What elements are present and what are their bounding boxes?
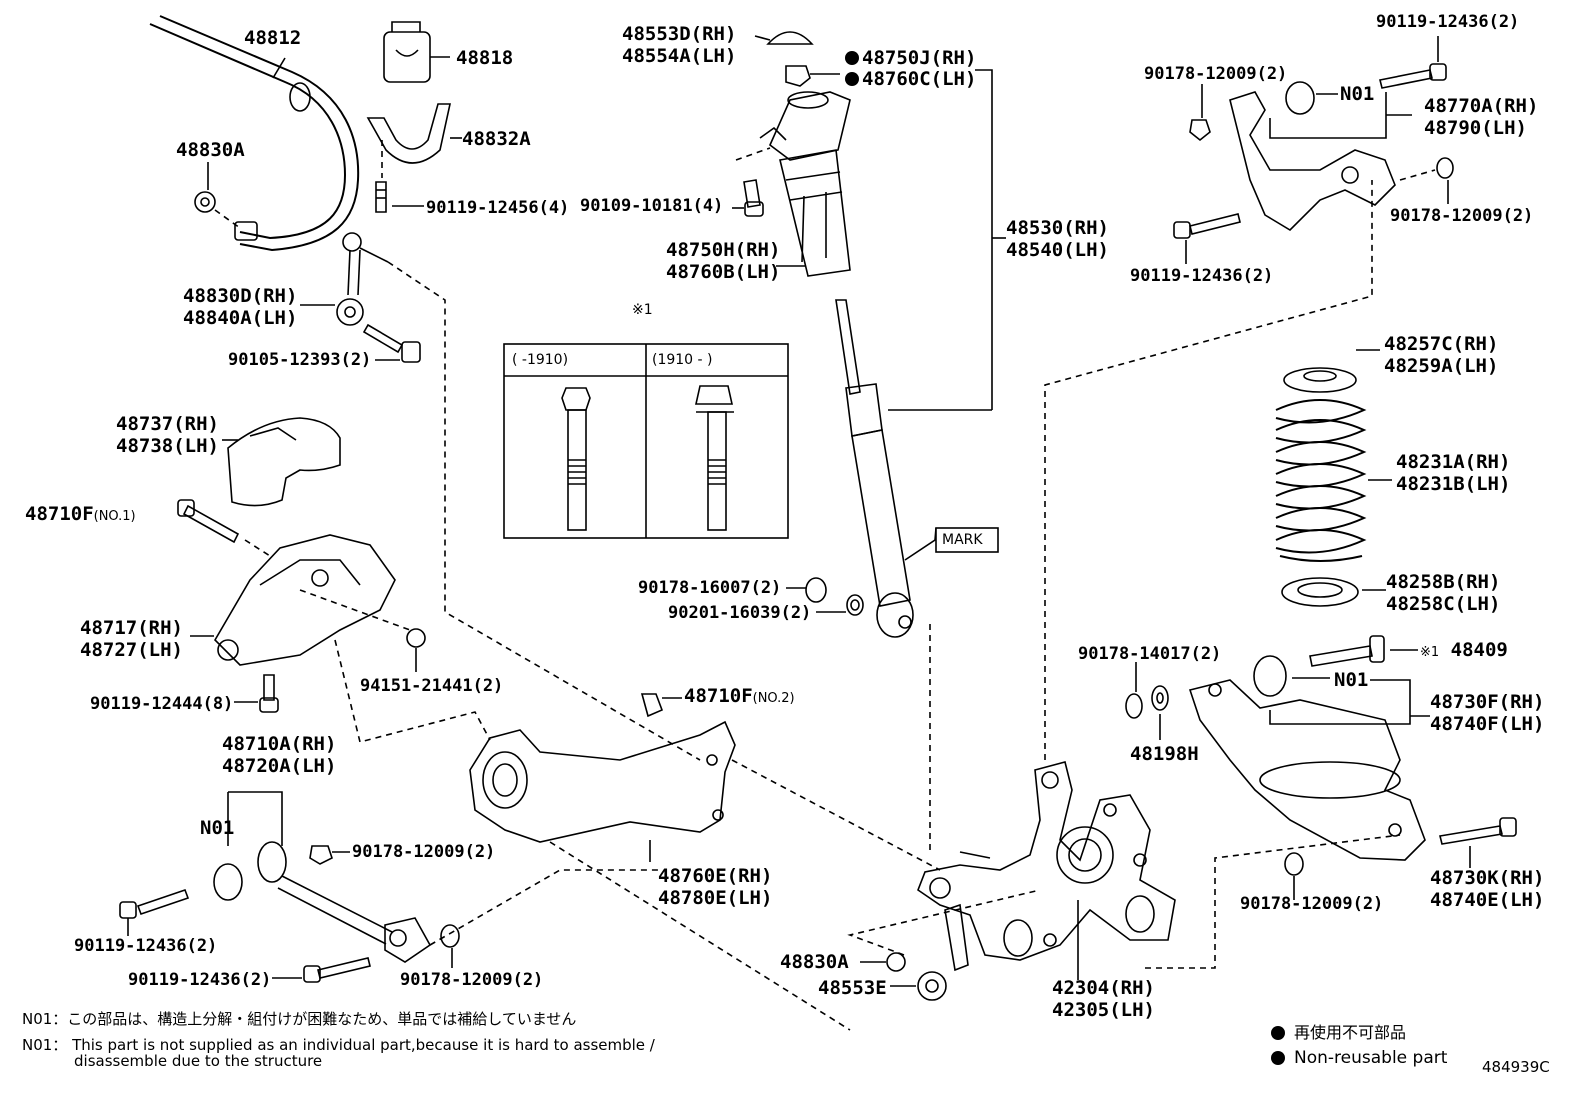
note-n01-en-1: N01： This part is not supplied as an ind… xyxy=(22,1036,655,1054)
diagram-id: 484939C xyxy=(1482,1058,1550,1076)
label-90201-16039: 90201-16039(2) xyxy=(668,603,812,623)
label-48720A: 48720A(LH) xyxy=(222,755,337,777)
label-48231A: 48231A(RH) xyxy=(1396,451,1511,473)
label-48830A-top: 48830A xyxy=(176,139,245,161)
lateral-link-drawing xyxy=(213,791,432,963)
label-48553D: 48553D(RH) xyxy=(622,23,737,45)
label-48258B: 48258B(RH) xyxy=(1386,571,1501,593)
label-90178-16007: 90178-16007(2) xyxy=(638,578,782,598)
label-48738: 48738(LH) xyxy=(116,435,219,457)
label-90109-10181: 90109-10181(4) xyxy=(580,196,724,216)
label-48409: ※1 48409 xyxy=(1420,640,1508,663)
label-94151-21441: 94151-21441(2) xyxy=(360,676,504,696)
label-48830D: 48830D(RH) xyxy=(183,285,298,307)
label-n01-tr: N01 xyxy=(1340,83,1375,105)
label-48710F-no1-code: 48710F xyxy=(25,503,94,525)
label-90119-12436-a: 90119-12436(2) xyxy=(74,936,218,956)
cover-48737-drawing xyxy=(222,417,341,507)
label-48840A: 48840A(LH) xyxy=(183,307,298,329)
label-90119-12436-tr2: 90119-12436(2) xyxy=(1130,266,1274,286)
label-48257C: 48257C(RH) xyxy=(1384,333,1499,355)
upper-arm-drawing xyxy=(1229,81,1396,232)
label-90178-12009-b: 90178-12009(2) xyxy=(400,970,544,990)
note-n01-jp: N01：この部品は、構造上分解・組付けが困難なため、単品では補給していません xyxy=(22,1010,577,1028)
label-90119-12436-b: 90119-12436(2) xyxy=(128,970,272,990)
label-48554A: 48554A(LH) xyxy=(622,45,737,67)
label-48540: 48540(LH) xyxy=(1006,239,1109,261)
label-48750J: 48750J(RH) xyxy=(862,47,977,69)
label-48730F: 48730F(RH) xyxy=(1430,691,1545,713)
label-48553E: 48553E xyxy=(818,977,887,999)
label-42305: 42305(LH) xyxy=(1052,999,1155,1021)
label-48812: 48812 xyxy=(244,27,302,49)
label-48710F-no1: 48710F(NO.1) xyxy=(25,504,136,527)
label-48737: 48737(RH) xyxy=(116,413,219,435)
label-48760B: 48760B(LH) xyxy=(666,261,781,283)
label-48727: 48727(LH) xyxy=(80,639,183,661)
bushing-48818-drawing xyxy=(383,21,450,83)
label-48710F-no1-ref: (NO.1) xyxy=(93,509,136,524)
label-48830A-bot: 48830A xyxy=(780,951,849,973)
label-48790: 48790(LH) xyxy=(1424,117,1527,139)
label-48760E: 48760E(RH) xyxy=(658,865,773,887)
label-90178-12009-tr2: 90178-12009(2) xyxy=(1390,206,1534,226)
bracket-48717-drawing xyxy=(190,534,396,666)
stabilizer-link-drawing xyxy=(300,232,389,326)
label-48760C: 48760C(LH) xyxy=(862,68,977,90)
label-mark: MARK xyxy=(942,532,983,548)
label-48259A: 48259A(LH) xyxy=(1384,355,1499,377)
label-90119-12436-tr: 90119-12436(2) xyxy=(1376,12,1520,32)
label-48198H: 48198H xyxy=(1130,743,1199,765)
label-48409-code: 48409 xyxy=(1450,639,1508,661)
note-n01-en-2: disassemble due to the structure xyxy=(74,1052,323,1070)
stabilizer-bar-drawing xyxy=(149,15,360,252)
coil-spring-drawing xyxy=(1275,399,1367,562)
label-n01-left: N01 xyxy=(200,817,235,839)
label-n01-right: N01 xyxy=(1334,669,1369,691)
label-90178-14017: 90178-14017(2) xyxy=(1078,644,1222,664)
label-48710F-no2-ref: (NO.2) xyxy=(752,691,795,706)
label-48740E: 48740E(LH) xyxy=(1430,889,1545,911)
label-48409-ref: ※1 xyxy=(1420,645,1440,660)
knuckle-drawing xyxy=(917,761,1176,980)
inset-col2-header: (1910 - ) xyxy=(652,352,713,368)
label-90178-12009-br: 90178-12009(2) xyxy=(1240,894,1384,914)
label-48780E: 48780E(LH) xyxy=(658,887,773,909)
lower-arm-drawing xyxy=(1188,655,1426,861)
legend-jp: 再使用不可部品 xyxy=(1294,1023,1407,1042)
label-48717: 48717(RH) xyxy=(80,617,183,639)
label-48832A: 48832A xyxy=(462,128,531,150)
trailing-arm-drawing xyxy=(469,720,736,862)
label-48750H: 48750H(RH) xyxy=(666,239,781,261)
legend-en: Non-reusable part xyxy=(1294,1048,1448,1068)
label-90119-12444: 90119-12444(8) xyxy=(90,694,234,714)
label-48818: 48818 xyxy=(456,47,514,69)
label-90119-12456: 90119-12456(4) xyxy=(426,198,570,218)
label-48710A: 48710A(RH) xyxy=(222,733,337,755)
bracket-48832A-drawing xyxy=(366,103,462,164)
shock-absorber-drawing xyxy=(835,299,992,638)
inset-ref-mark: ※1 xyxy=(632,302,653,318)
label-48710F-no2-code: 48710F xyxy=(684,685,753,707)
label-90178-12009-a: 90178-12009(2) xyxy=(352,842,496,862)
label-48730K: 48730K(RH) xyxy=(1430,867,1545,889)
upper-mount-drawing xyxy=(735,91,851,161)
label-48710F-no2: 48710F(NO.2) xyxy=(684,686,795,709)
label-48258C: 48258C(LH) xyxy=(1386,593,1501,615)
label-48231B: 48231B(LH) xyxy=(1396,473,1511,495)
inset-col1-header: ( -1910) xyxy=(512,352,569,368)
label-48740F: 48740F(LH) xyxy=(1430,713,1545,735)
label-48770A: 48770A(RH) xyxy=(1424,95,1539,117)
label-90105-12393: 90105-12393(2) xyxy=(228,350,372,370)
dust-boot-drawing xyxy=(776,149,851,277)
label-42304: 42304(RH) xyxy=(1052,977,1155,999)
label-90178-12009-tr: 90178-12009(2) xyxy=(1144,64,1288,84)
label-48530: 48530(RH) xyxy=(1006,217,1109,239)
bolt-variant-inset xyxy=(503,343,789,539)
